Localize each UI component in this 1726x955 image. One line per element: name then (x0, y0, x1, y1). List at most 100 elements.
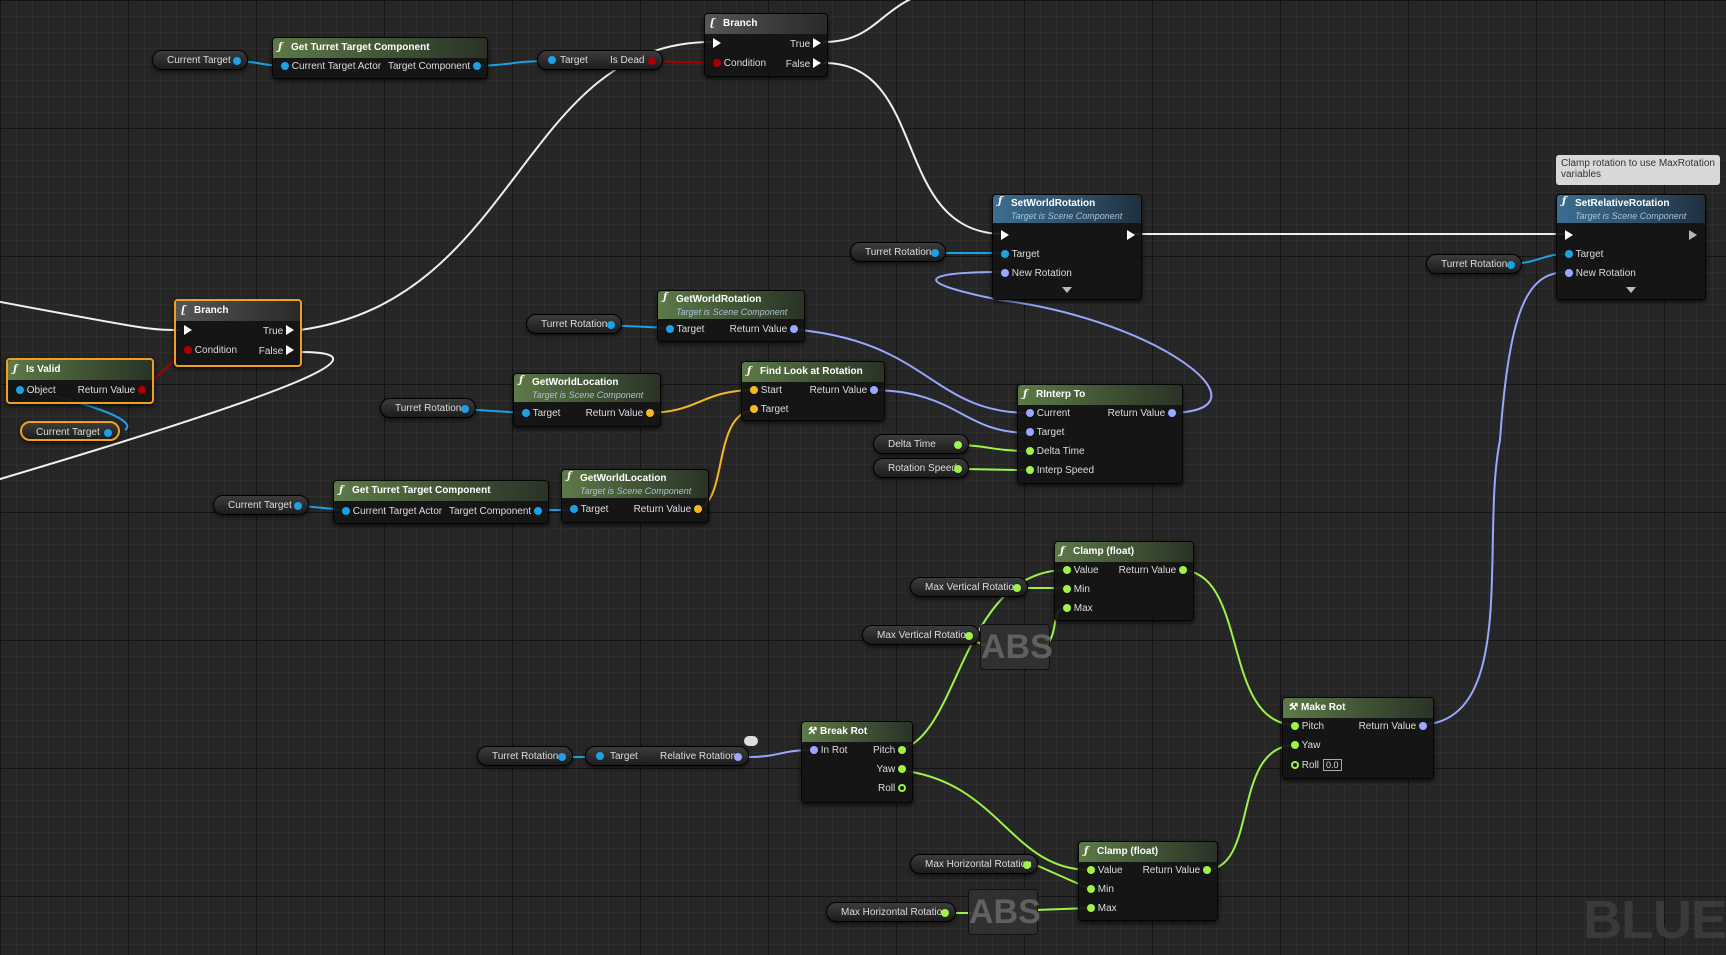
float-pin-icon[interactable] (1087, 885, 1095, 893)
object-pin-icon[interactable] (607, 321, 615, 329)
float-pin-icon[interactable] (1203, 866, 1211, 874)
float-pin-icon-unconnected[interactable] (1291, 761, 1299, 769)
float-pin-icon[interactable] (1087, 866, 1095, 874)
max-horizontal-rotation-getter[interactable]: Max Horizontal Rotation (826, 902, 956, 922)
float-pin-icon[interactable] (1063, 604, 1071, 612)
rotator-pin-icon[interactable] (1001, 269, 1009, 277)
object-pin-icon[interactable] (558, 753, 566, 761)
float-pin-icon[interactable] (1063, 566, 1071, 574)
rotator-pin-icon[interactable] (790, 325, 798, 333)
float-pin-icon[interactable] (1023, 861, 1031, 869)
float-pin-icon[interactable] (965, 632, 973, 640)
exec-out-pin-icon[interactable] (813, 58, 821, 68)
object-pin-icon[interactable] (473, 62, 481, 70)
float-pin-icon[interactable] (1063, 585, 1071, 593)
float-pin-icon[interactable] (898, 765, 906, 773)
max-horizontal-rotation-getter[interactable]: Max Horizontal Rotation (910, 854, 1038, 874)
turret-rotation-getter[interactable]: Turret Rotation (380, 398, 476, 418)
exec-out-pin-icon-unconnected[interactable] (1689, 230, 1697, 240)
wire-reroute-knot-icon[interactable] (744, 736, 758, 746)
vector-pin-icon[interactable] (694, 505, 702, 513)
bool-pin-icon[interactable] (184, 346, 192, 354)
float-pin-icon[interactable] (1291, 741, 1299, 749)
rotator-pin-icon[interactable] (1026, 409, 1034, 417)
rotator-pin-icon[interactable] (1565, 269, 1573, 277)
expand-chevron-icon[interactable] (1626, 287, 1636, 293)
abs-node[interactable]: ABS (968, 889, 1041, 935)
break-rot-node[interactable]: ⚒Break Rot In Rot Pitch Yaw Roll (801, 721, 913, 803)
bool-pin-icon[interactable] (713, 59, 721, 67)
object-pin-icon[interactable] (281, 62, 289, 70)
float-pin-icon[interactable] (1026, 447, 1034, 455)
bool-pin-icon[interactable] (648, 57, 656, 65)
float-pin-icon[interactable] (1087, 904, 1095, 912)
object-pin-icon[interactable] (1507, 261, 1515, 269)
current-target-getter[interactable]: Current Target (152, 50, 248, 70)
rotation-speed-getter[interactable]: Rotation Speed (873, 458, 969, 478)
turret-rotation-getter[interactable]: Turret Rotation (850, 242, 946, 262)
exec-in-pin-icon[interactable] (1001, 230, 1009, 240)
exec-in-pin-icon[interactable] (184, 325, 192, 335)
float-pin-icon[interactable] (954, 465, 962, 473)
exec-out-pin-icon[interactable] (1127, 230, 1135, 240)
float-pin-icon[interactable] (1013, 584, 1021, 592)
object-pin-icon[interactable] (342, 507, 350, 515)
float-pin-icon[interactable] (1179, 566, 1187, 574)
object-pin-icon[interactable] (233, 57, 241, 65)
turret-rotation-getter[interactable]: Turret Rotation (1426, 254, 1522, 274)
rotator-pin-icon[interactable] (1026, 428, 1034, 436)
rotator-pin-icon[interactable] (810, 746, 818, 754)
exec-out-pin-icon[interactable] (813, 38, 821, 48)
vector-pin-icon[interactable] (750, 405, 758, 413)
relative-rotation-node[interactable]: Target Relative Rotation (585, 746, 749, 766)
object-pin-icon[interactable] (1001, 250, 1009, 258)
object-pin-icon[interactable] (294, 502, 302, 510)
object-pin-icon[interactable] (548, 56, 556, 64)
object-pin-icon[interactable] (16, 386, 24, 394)
float-pin-icon[interactable] (1026, 466, 1034, 474)
float-pin-icon-unconnected[interactable] (898, 784, 906, 792)
roll-value-field[interactable]: 0.0 (1323, 759, 1342, 771)
current-target-getter-selected[interactable]: Current Target (20, 421, 120, 441)
object-pin-icon[interactable] (931, 249, 939, 257)
float-pin-icon[interactable] (898, 746, 906, 754)
bool-pin-icon[interactable] (138, 386, 146, 394)
delta-time-getter[interactable]: Delta Time (873, 434, 969, 454)
current-target-getter[interactable]: Current Target (213, 495, 309, 515)
float-pin-icon[interactable] (1291, 722, 1299, 730)
object-pin-icon[interactable] (522, 409, 530, 417)
object-pin-icon[interactable] (596, 752, 604, 760)
float-pin-icon[interactable] (954, 441, 962, 449)
object-pin-icon[interactable] (666, 325, 674, 333)
object-pin-icon[interactable] (1565, 250, 1573, 258)
vector-pin-icon[interactable] (646, 409, 654, 417)
exec-out-pin-icon[interactable] (286, 325, 294, 335)
rotator-pin-icon[interactable] (870, 386, 878, 394)
rotator-pin-icon[interactable] (1419, 722, 1427, 730)
